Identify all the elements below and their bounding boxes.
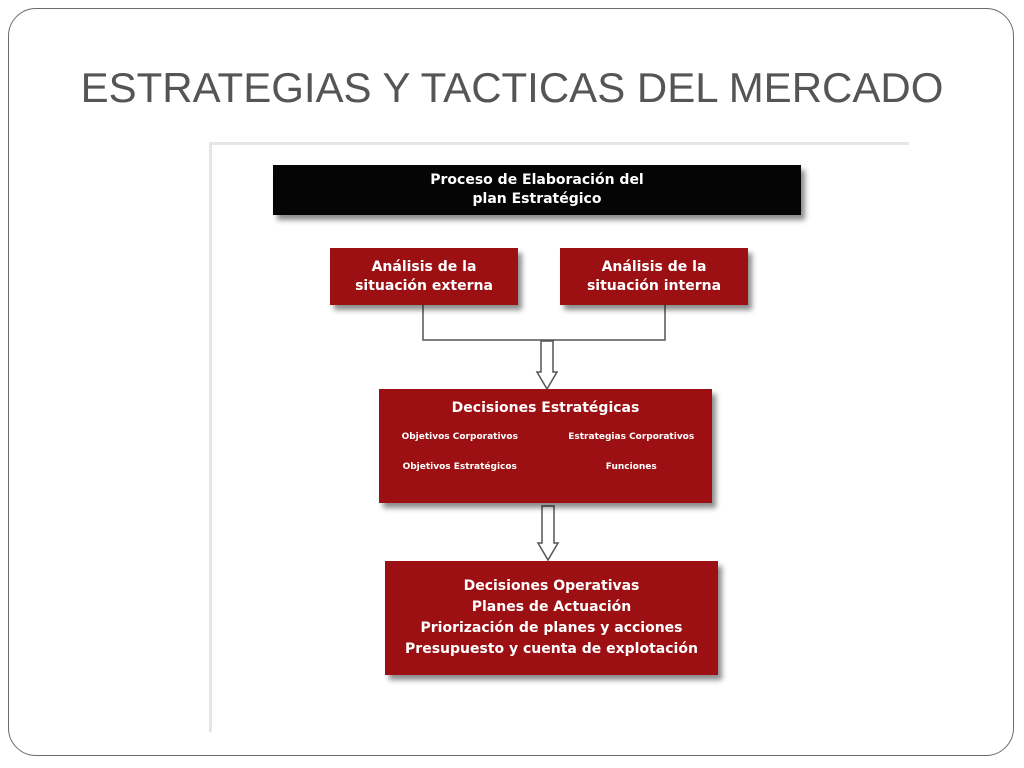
external-analysis-line1: Análisis de la <box>371 258 477 275</box>
strategic-item: Funciones <box>605 462 657 472</box>
internal-analysis-line2: situación interna <box>586 277 722 294</box>
operational-line: Presupuesto y cuenta de explotación <box>405 641 698 657</box>
strategic-item: Estrategias Corporativos <box>568 432 695 442</box>
operational-line: Decisiones Operativas <box>463 578 640 594</box>
operational-decisions-box: Decisiones Operativas Planes de Actuació… <box>385 561 718 675</box>
operational-line: Planes de Actuación <box>471 599 632 615</box>
slide-title: ESTRATEGIAS Y TACTICAS DEL MERCADO <box>80 64 944 111</box>
external-analysis-box: Análisis de la situación externa <box>330 248 518 305</box>
internal-analysis-box: Análisis de la situación interna <box>560 248 748 305</box>
strategic-item: Objetivos Corporativos <box>401 432 518 442</box>
external-analysis-line2: situación externa <box>355 277 493 294</box>
strategic-item: Objetivos Estratégicos <box>402 462 517 472</box>
process-title-line2: plan Estratégico <box>472 191 602 207</box>
strategic-decisions-title: Decisiones Estratégicas <box>451 400 640 416</box>
process-title-box: Proceso de Elaboración del plan Estratég… <box>273 165 801 215</box>
process-title-line1: Proceso de Elaboración del <box>430 172 644 188</box>
strategic-decisions-box: Decisiones Estratégicas Objetivos Corpor… <box>379 389 712 503</box>
strategic-decisions-items: Objetivos Corporativos Estrategias Corpo… <box>379 432 712 472</box>
internal-analysis-line1: Análisis de la <box>601 258 707 275</box>
operational-line: Priorización de planes y acciones <box>420 620 683 636</box>
